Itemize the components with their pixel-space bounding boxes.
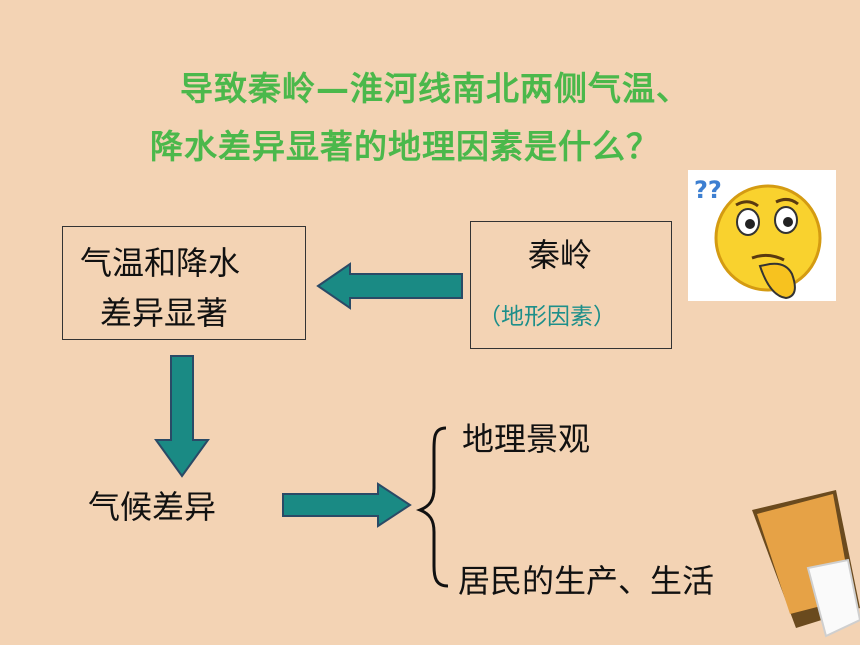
book-icon [752,490,860,638]
curly-brace [415,426,449,588]
climate-effect-line-1: 气温和降水 [80,244,241,282]
climate-effect-box [62,226,306,340]
result-geographic-landscape: 地理景观 [462,420,591,458]
arrow-right [282,482,412,528]
arrow-left [316,262,463,310]
question-marks: ?? [694,176,722,204]
slide-title-line-2: 降水差异显著的地理因素是什么？ [150,127,660,166]
terrain-factor-label: （地形因素） [478,304,616,330]
qinling-box [470,221,672,349]
qinling-label: 秦岭 [528,236,593,274]
climate-difference-label: 气候差异 [88,488,217,526]
climate-effect-line-2: 差异显著 [100,294,229,332]
result-residents-production-life: 居民的生产、生活 [458,562,715,600]
thinking-face-icon: ?? [688,170,836,301]
slide-title-line-1: 导致秦岭—淮河线南北两侧气温、 [180,69,690,108]
arrow-down [154,355,210,478]
